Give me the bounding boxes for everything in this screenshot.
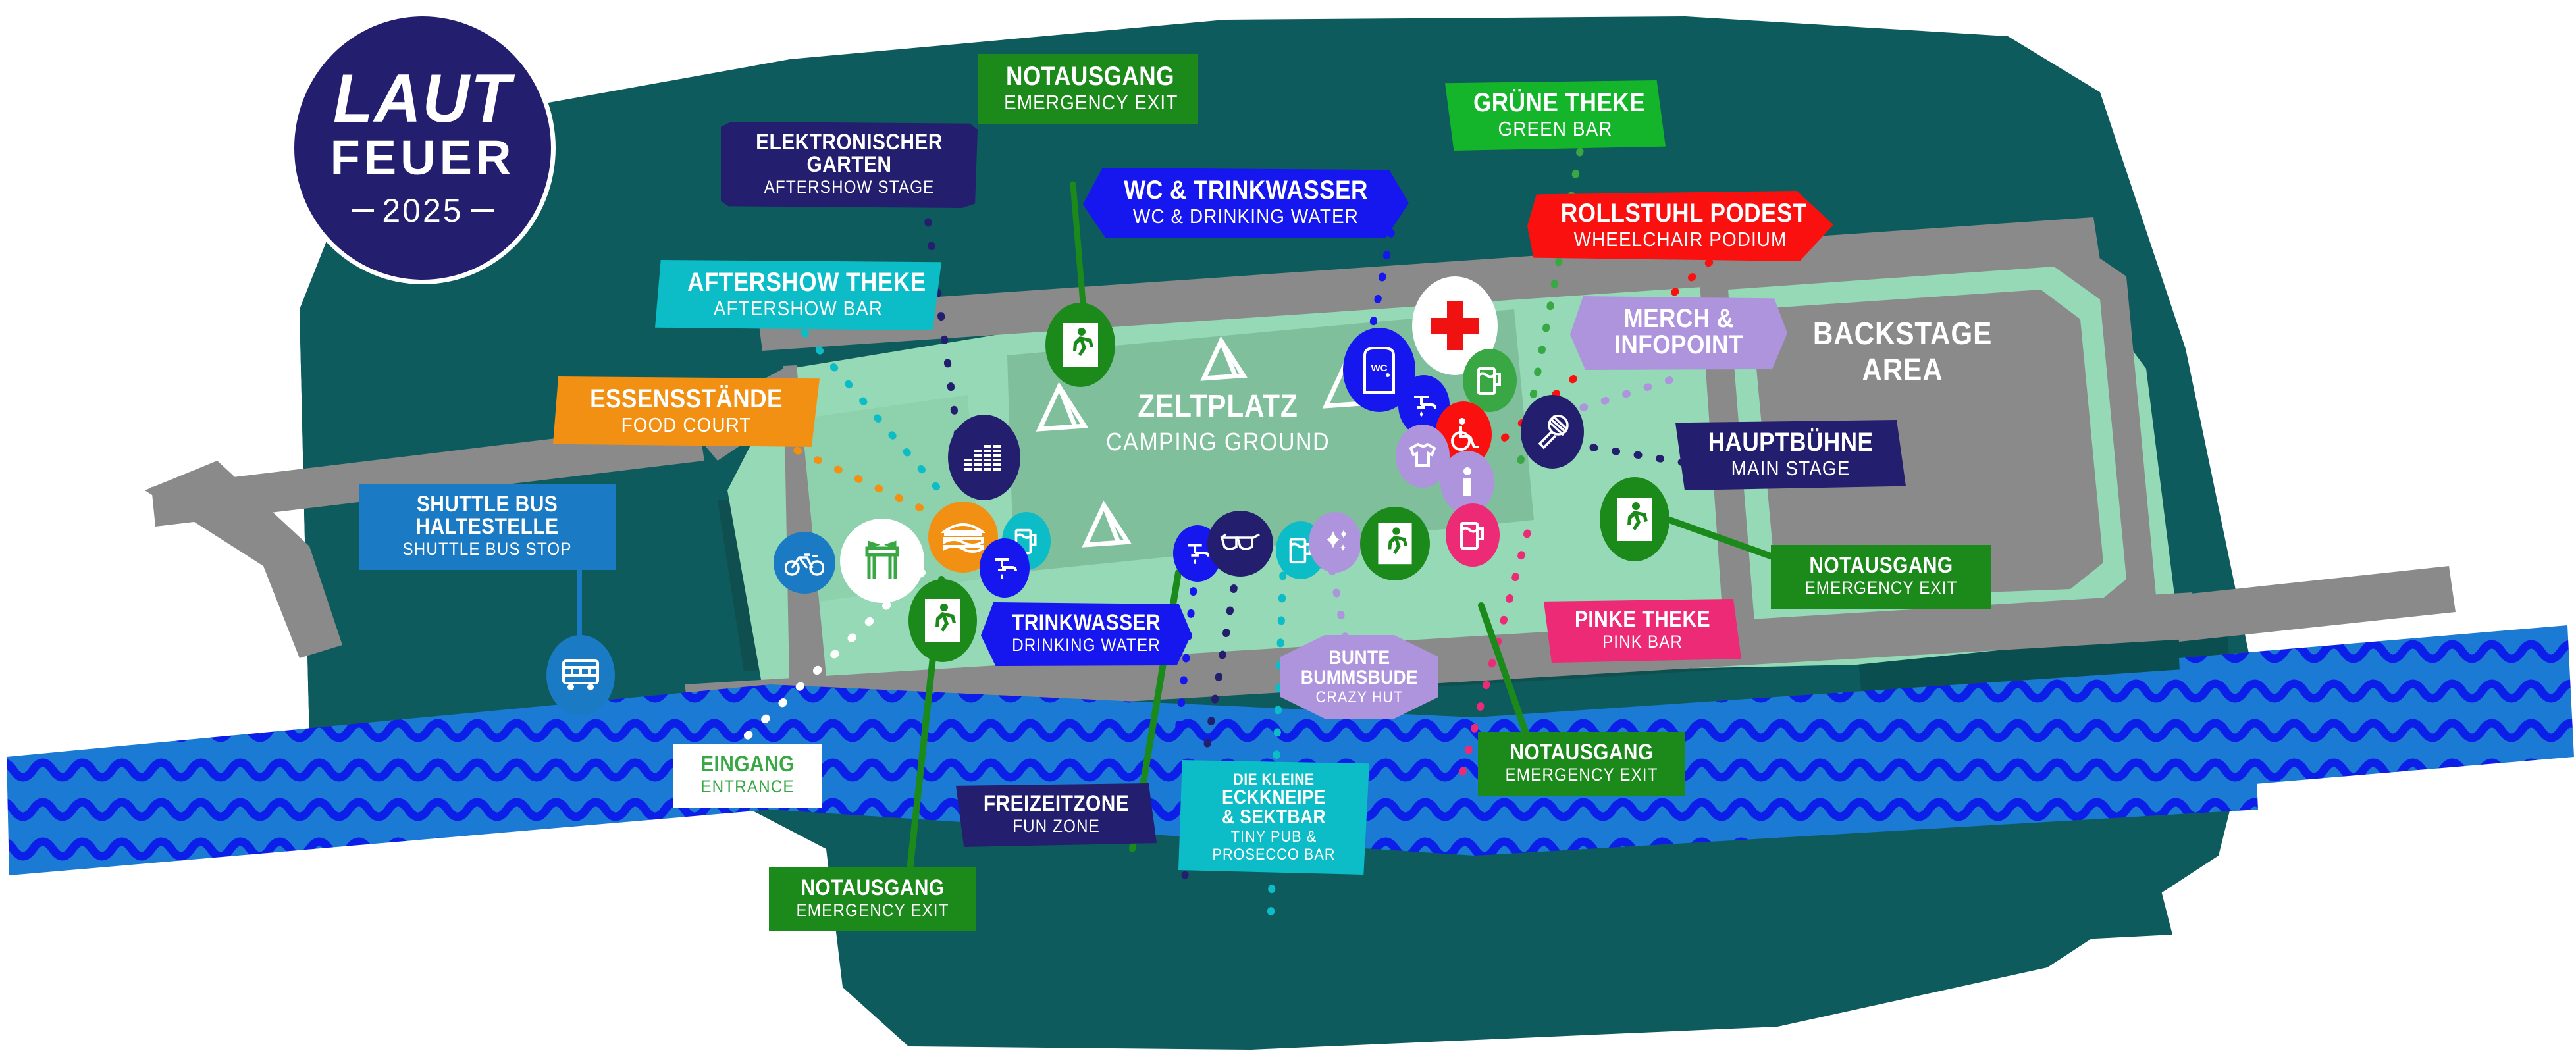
label-hauptbuehne[interactable]: HAUPTBÜHNE MAIN STAGE	[1675, 420, 1906, 490]
label-de-line2: & SEKTBAR	[1222, 806, 1326, 828]
label-en: EMERGENCY EXIT	[1004, 91, 1178, 114]
emergency-exit-icon[interactable]	[908, 579, 977, 662]
bicycle-icon[interactable]	[774, 532, 835, 594]
sparkles-icon[interactable]	[1309, 512, 1361, 573]
emergency-exit-icon[interactable]	[1600, 477, 1669, 561]
label-pinke-theke[interactable]: PINKE THEKE PINK BAR	[1544, 599, 1741, 663]
logo-line2: FEUER	[330, 130, 515, 186]
label-en: SHUTTLE BUS STOP	[402, 539, 572, 559]
label-bunte-bummsbude[interactable]: BUNTE BUMMSBUDE CRAZY HUT	[1280, 635, 1438, 719]
label-rollstuhl-podest[interactable]: ROLLSTUHL PODEST WHEELCHAIR PODIUM	[1527, 191, 1833, 261]
equalizer-icon[interactable]	[948, 415, 1020, 500]
label-de: NOTAUSGANG	[801, 875, 945, 900]
label-en: FUN ZONE	[1012, 816, 1100, 836]
label-merch-infopoint[interactable]: MERCH & INFOPOINT	[1570, 296, 1787, 370]
label-en: DRINKING WATER	[1012, 635, 1161, 655]
microphone-icon[interactable]	[1521, 395, 1584, 469]
label-de: ESSENSSTÄNDE	[590, 384, 783, 413]
label-en: WHEELCHAIR PODIUM	[1573, 228, 1787, 251]
label-freizeitzone[interactable]: FREIZEITZONE FUN ZONE	[956, 783, 1157, 847]
label-shuttle-bus[interactable]: SHUTTLE BUS HALTESTELLE SHUTTLE BUS STOP	[359, 484, 616, 570]
label-de-line2: GARTEN	[806, 152, 892, 177]
logo-year: 2025	[382, 192, 463, 230]
label-en: PINK BAR	[1602, 632, 1683, 652]
label-de: PINKE THEKE	[1574, 607, 1711, 632]
festival-logo: LAUT FEUER 2025	[290, 12, 556, 284]
label-elektronischer-garten[interactable]: ELEKTRONISCHER GARTEN AFTERSHOW STAGE	[721, 122, 978, 208]
label-de-line1: MERCH &	[1623, 304, 1734, 333]
label-eckkneipe-sektbar[interactable]: DIE KLEINE ECKKNEIPE & SEKTBAR TINY PUB …	[1178, 760, 1369, 875]
label-de: WC & TRINKWASSER	[1124, 176, 1368, 205]
label-de-line1: ECKKNEIPE	[1221, 786, 1326, 808]
label-en: AFTERSHOW STAGE	[764, 177, 935, 197]
label-en: MAIN STAGE	[1731, 457, 1851, 480]
label-de: EINGANG	[700, 752, 795, 777]
label-notausgang-right[interactable]: NOTAUSGANG EMERGENCY EXIT	[1771, 545, 1991, 609]
label-wc-trinkwasser[interactable]: WC & TRINKWASSER WC & DRINKING WATER	[1083, 168, 1409, 238]
label-de: ROLLSTUHL PODEST	[1560, 199, 1807, 228]
label-de: NOTAUSGANG	[1510, 740, 1654, 765]
label-de-line2: HALTESTELLE	[415, 514, 559, 539]
label-de-line1: BUNTE	[1328, 647, 1390, 669]
label-essensstaende[interactable]: ESSENSSTÄNDE FOOD COURT	[553, 376, 820, 447]
burger-icon[interactable]	[928, 502, 998, 573]
label-notausgang-bottomleft[interactable]: NOTAUSGANG EMERGENCY EXIT	[769, 867, 976, 931]
label-en: ENTRANCE	[700, 777, 795, 796]
label-en: FOOD COURT	[621, 413, 752, 436]
label-notausgang-top[interactable]: NOTAUSGANG EMERGENCY EXIT	[978, 54, 1198, 124]
logo-rule-left	[352, 209, 375, 213]
label-en: EMERGENCY EXIT	[796, 900, 949, 920]
label-en: GREEN BAR	[1498, 117, 1613, 140]
label-de-line1: ELEKTRONISCHER	[756, 130, 943, 155]
label-de: FREIZEITZONE	[983, 791, 1130, 816]
label-en: WC & DRINKING WATER	[1133, 205, 1359, 228]
sunglasses-icon[interactable]	[1207, 511, 1273, 577]
label-de: NOTAUSGANG	[1005, 62, 1174, 91]
label-de: AFTERSHOW THEKE	[687, 268, 926, 297]
label-en: CRAZY HUT	[1315, 688, 1404, 706]
bus-icon[interactable]	[546, 635, 615, 715]
backstage-block	[1698, 240, 2156, 648]
label-en: EMERGENCY EXIT	[1804, 578, 1958, 598]
label-gruene-theke[interactable]: GRÜNE THEKE GREEN BAR	[1445, 80, 1666, 151]
beer-mug-icon[interactable]	[1463, 349, 1517, 412]
water	[7, 625, 2574, 875]
label-de: HAUPTBÜHNE	[1708, 428, 1874, 457]
label-de: GRÜNE THEKE	[1473, 88, 1646, 117]
label-en-line2: PROSECCO BAR	[1212, 846, 1336, 863]
label-eingang[interactable]: EINGANG ENTRANCE	[673, 744, 822, 808]
label-notausgang-bottomcenter[interactable]: NOTAUSGANG EMERGENCY EXIT	[1478, 732, 1685, 796]
emergency-exit-icon[interactable]	[1360, 507, 1430, 580]
label-trinkwasser[interactable]: TRINKWASSER DRINKING WATER	[981, 602, 1192, 666]
svg-text:WC: WC	[1371, 363, 1388, 374]
label-en: EMERGENCY EXIT	[1505, 765, 1658, 785]
label-de-line2: BUMMSBUDE	[1300, 667, 1419, 688]
logo-line1: LAUT	[333, 60, 512, 137]
label-de-line1: SHUTTLE BUS	[416, 492, 558, 517]
label-en: AFTERSHOW BAR	[713, 297, 883, 320]
label-aftershow-theke[interactable]: AFTERSHOW THEKE AFTERSHOW BAR	[655, 260, 941, 330]
water-tap-icon[interactable]	[980, 538, 1030, 598]
emergency-exit-icon[interactable]	[1045, 303, 1115, 387]
label-en-line1: TINY PUB &	[1230, 828, 1317, 846]
beer-mug-icon[interactable]	[1446, 503, 1500, 567]
label-de: TRINKWASSER	[1012, 610, 1161, 635]
entrance-gate-icon[interactable]	[840, 519, 924, 603]
logo-year-row: 2025	[352, 192, 494, 230]
logo-rule-right	[471, 209, 494, 213]
label-de-pre: DIE KLEINE	[1233, 771, 1315, 788]
label-de: NOTAUSGANG	[1809, 553, 1953, 578]
label-de-line2: INFOPOINT	[1614, 330, 1743, 359]
